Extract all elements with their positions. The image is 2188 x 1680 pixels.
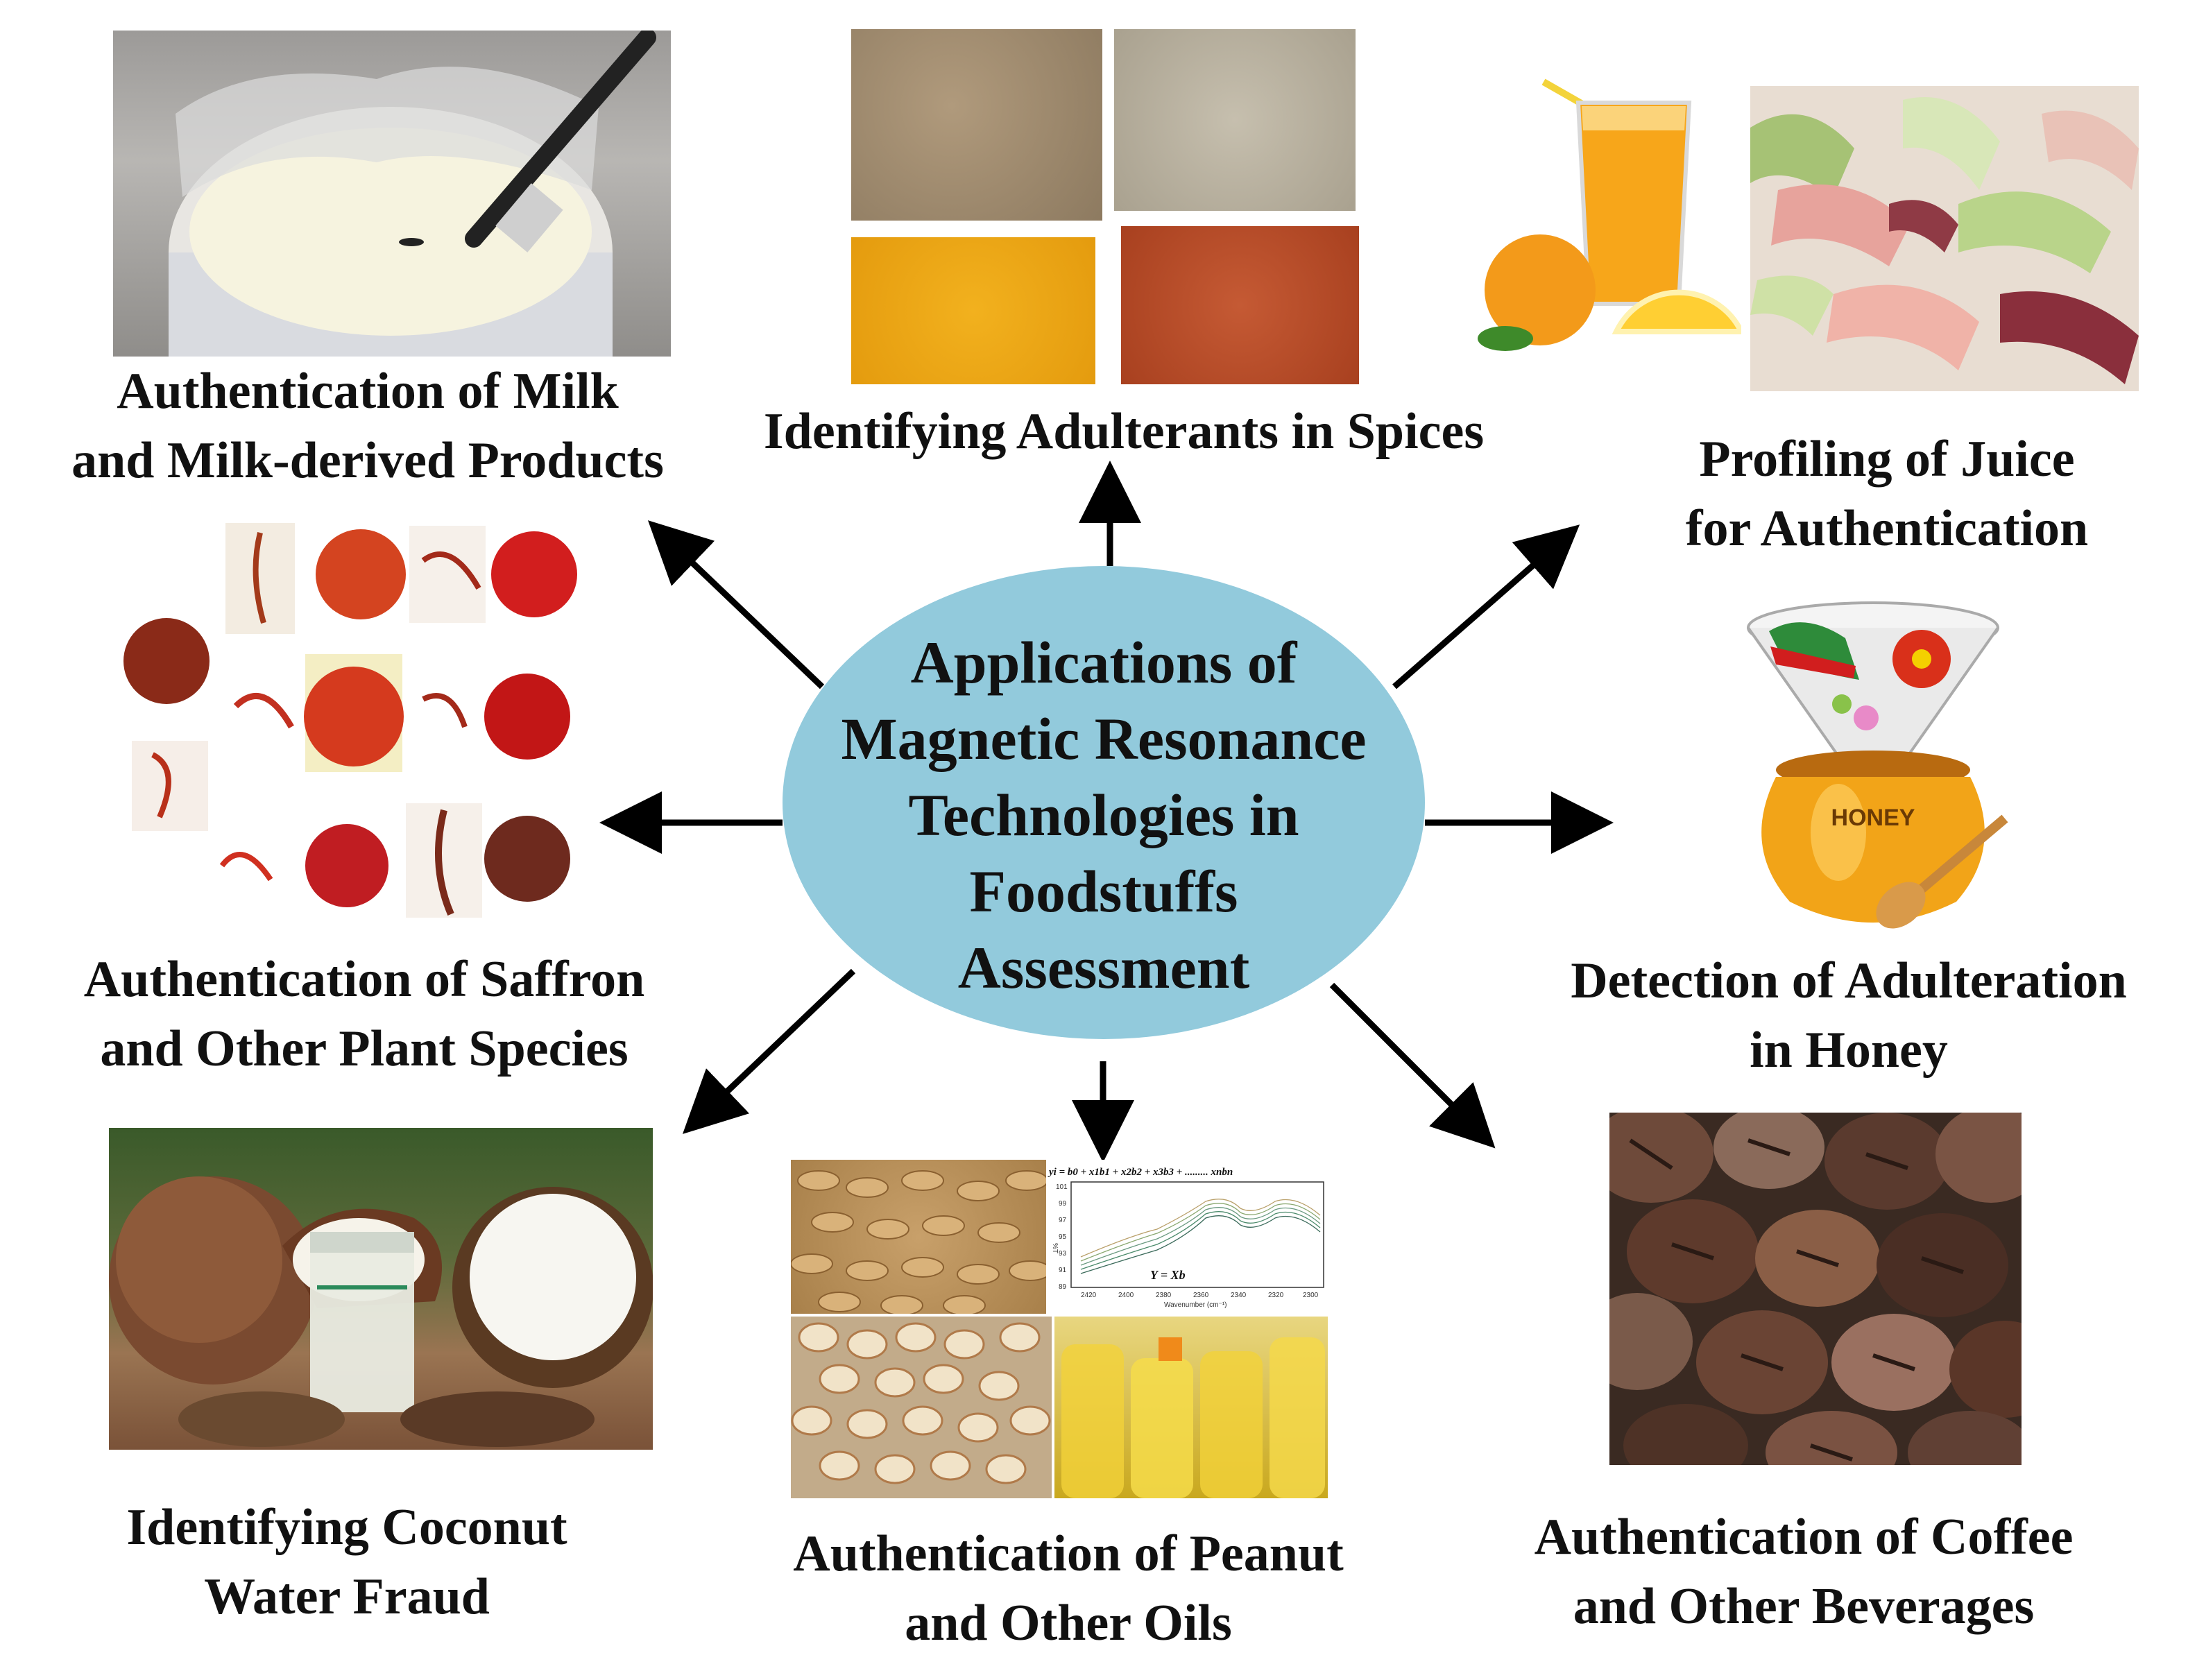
yogurt-cup-photo — [113, 31, 671, 357]
caption-line: Profiling of Juice — [1699, 431, 2075, 488]
honey-pot-icon: HONEY — [1727, 597, 2019, 940]
caption-line: Detection of Adulteration — [1571, 952, 2127, 1009]
caption-spices: Identifying Adulterants in Spices — [708, 397, 1540, 466]
y-tick: 95 — [1059, 1233, 1067, 1241]
x-tick: 2320 — [1268, 1292, 1284, 1299]
oil-bottles-photo — [1054, 1317, 1328, 1498]
x-tick: 2420 — [1081, 1292, 1097, 1299]
caption-line: and Milk-derived Products — [71, 432, 664, 489]
y-tick: 91 — [1059, 1267, 1067, 1274]
caption-line: Authentication of Milk — [117, 363, 619, 420]
honey-label: HONEY — [1831, 805, 1915, 831]
spice-grey-powder — [1114, 29, 1356, 211]
caption-saffron: Authentication of Saffron and Other Plan… — [42, 945, 687, 1083]
coffee-beans-photo — [1609, 1113, 2022, 1465]
regression-equation: yi = b0 + x1b1 + x2b2 + x3b3 + .........… — [1048, 1167, 1233, 1178]
caption-line: and Other Plant Species — [100, 1020, 629, 1077]
caption-line: and Other Beverages — [1573, 1578, 2035, 1635]
x-tick: 2380 — [1156, 1292, 1172, 1299]
coconut-water-photo — [109, 1128, 653, 1450]
x-tick: 2360 — [1193, 1292, 1209, 1299]
caption-milk: Authentication of Milk and Milk-derived … — [28, 357, 708, 495]
caption-line: Identifying Coconut — [126, 1499, 567, 1556]
center-title-line: Magnetic Resonance — [841, 705, 1367, 772]
y-tick: 89 — [1059, 1283, 1067, 1291]
y-tick: 99 — [1059, 1200, 1067, 1208]
y-axis-label: %T — [1051, 1243, 1059, 1253]
y-tick: 101 — [1056, 1183, 1068, 1191]
x-tick: 2300 — [1303, 1292, 1319, 1299]
saffron-samples-photo — [104, 519, 590, 921]
center-title-line: Foodstuffs — [969, 858, 1238, 925]
shelled-peanuts-photo — [791, 1317, 1052, 1498]
spice-chili-powder — [1121, 226, 1359, 384]
arrow-up-right — [1392, 524, 1580, 689]
center-ellipse — [783, 566, 1425, 1039]
spice-beige-powder — [851, 29, 1102, 221]
caption-line: for Authentication — [1685, 500, 2089, 557]
peanuts-photo — [791, 1160, 1046, 1314]
x-tick: 2400 — [1118, 1292, 1134, 1299]
caption-coffee: Authentication of Coffee and Other Bever… — [1471, 1502, 2137, 1641]
caption-line: Authentication of Saffron — [83, 951, 645, 1008]
caption-line: in Honey — [1750, 1022, 1948, 1079]
caption-honey: Detection of Adulteration in Honey — [1512, 946, 2185, 1085]
caption-line: Authentication of Coffee — [1534, 1509, 2074, 1566]
y-tick: 93 — [1059, 1250, 1067, 1258]
center-title: Applications of Magnetic Resonance Techn… — [783, 624, 1425, 1006]
orange-juice-glass-icon — [1478, 75, 1741, 387]
arrow-down-left — [682, 968, 856, 1134]
caption-line: Authentication of Peanut — [793, 1525, 1344, 1582]
caption-line: and Other Oils — [905, 1595, 1232, 1652]
caption-line: Identifying Adulterants in Spices — [763, 403, 1485, 460]
center-title-line: Technologies in — [908, 782, 1299, 848]
arrow-up-left — [647, 520, 825, 689]
x-tick: 2340 — [1231, 1292, 1247, 1299]
caption-peanut: Authentication of Peanut and Other Oils — [721, 1519, 1415, 1658]
caption-line: Water Fraud — [204, 1568, 490, 1625]
regression-model: Y = Xb — [1150, 1268, 1186, 1282]
guava-slices-photo — [1750, 86, 2139, 391]
y-tick: 97 — [1059, 1217, 1067, 1224]
arrow-down-right — [1329, 982, 1496, 1149]
caption-juice: Profiling of Juice for Authentication — [1568, 425, 2188, 563]
x-axis-label: Wavenumber (cm⁻¹) — [1164, 1301, 1227, 1309]
regression-spectrum-chart: yi = b0 + x1b1 + x2b2 + x3b3 + .........… — [1046, 1160, 1328, 1314]
spice-turmeric-powder — [851, 237, 1095, 384]
caption-coconut: Identifying Coconut Water Fraud — [28, 1493, 666, 1631]
center-title-line: Assessment — [957, 934, 1250, 1001]
center-title-line: Applications of — [910, 629, 1297, 696]
